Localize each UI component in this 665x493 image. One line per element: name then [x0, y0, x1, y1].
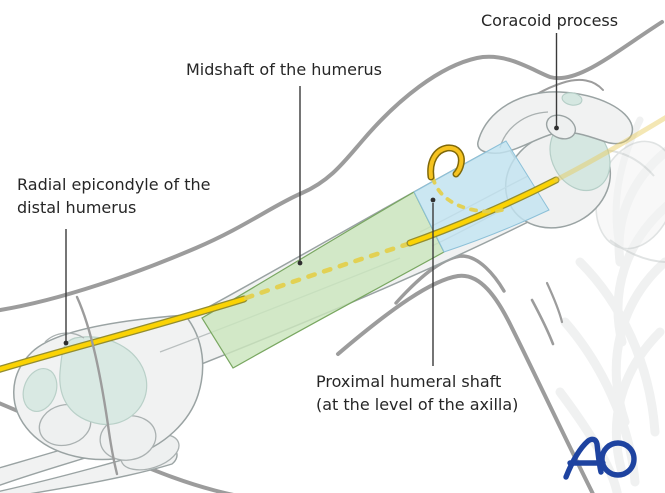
ao-logo-letter-a — [563, 436, 604, 480]
label-midshaft: Midshaft of the humerus — [186, 58, 382, 81]
elbow-crossing-line — [75, 295, 119, 476]
elbow-cartilage-small — [22, 368, 58, 412]
label-radial-epicondyle-line1: Radial epicondyle of the — [17, 175, 211, 194]
leader-lines — [65, 33, 558, 366]
radial-nerve — [0, 115, 665, 373]
label-radial-epicondyle: Radial epicondyle of the distal humerus — [17, 173, 210, 219]
label-radial-epicondyle-line2: distal humerus — [17, 198, 137, 217]
label-proximal-shaft: Proximal humeral shaft (at the level of … — [316, 370, 518, 416]
label-coracoid-process: Coracoid process — [481, 9, 618, 32]
torso-lat-contour — [336, 273, 595, 493]
elbow-cartilage — [59, 336, 148, 426]
nerve-dashed-behind-bone — [243, 241, 411, 301]
nerve-dashed-hook-curve — [431, 176, 504, 214]
ao-logo: AO — [563, 436, 637, 480]
label-proximal-shaft-line1: Proximal humeral shaft — [316, 372, 502, 391]
leader-dots — [63, 125, 559, 346]
nerve-faded-proximal — [553, 115, 665, 183]
label-midshaft-text: Midshaft of the humerus — [186, 60, 383, 79]
coracoid-knob — [545, 114, 577, 140]
arm-upper-contour — [0, 20, 664, 313]
proximal-shaft-highlight-blue — [413, 140, 550, 253]
label-proximal-shaft-line2: (at the level of the axilla) — [316, 395, 519, 414]
midshaft-highlight-green — [201, 191, 445, 369]
axilla-fold-contour — [394, 254, 506, 305]
ac-joint-cartilage — [561, 92, 583, 106]
label-coracoid-process-text: Coracoid process — [481, 11, 619, 30]
ao-logo-letter-o — [599, 440, 637, 478]
